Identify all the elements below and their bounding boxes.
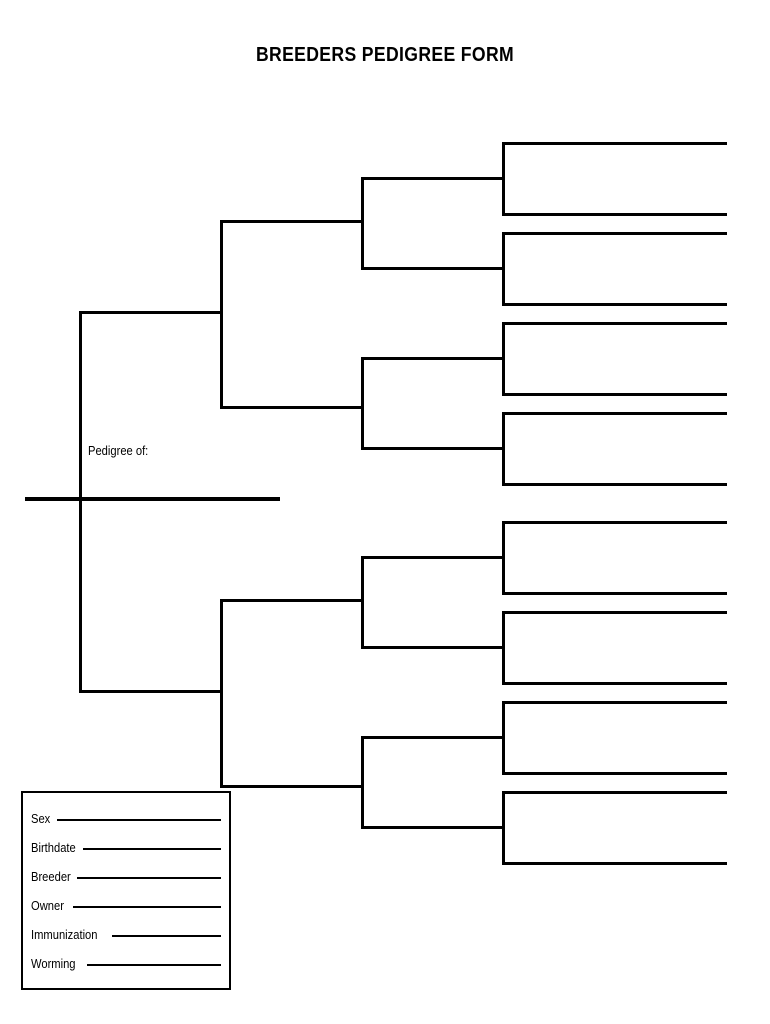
info-input-owner[interactable] — [73, 906, 221, 908]
info-row-sex: Sex — [31, 811, 221, 840]
gen4-slot-4-bottom-rule[interactable] — [502, 483, 727, 486]
gen2-slot-2-top-arm[interactable] — [220, 599, 364, 602]
info-label-sex: Sex — [31, 811, 51, 826]
gen3-slot-4-spine — [361, 736, 364, 826]
info-box: Sex Birthdate Breeder Owner Immunization — [21, 791, 231, 990]
gen3-slot-4-top-arm[interactable] — [361, 736, 505, 739]
gen2-slot-1-top-arm[interactable] — [220, 220, 364, 223]
info-label-birthdate: Birthdate — [31, 840, 76, 855]
info-label-worming: Worming — [31, 956, 76, 971]
gen4-slot-2-top-rule[interactable] — [502, 232, 727, 235]
gen4-slot-7-top-rule[interactable] — [502, 701, 727, 704]
gen4-slot-1-bottom-rule[interactable] — [502, 213, 727, 216]
info-label-breeder: Breeder — [31, 869, 71, 884]
gen3-slot-1-top-arm[interactable] — [361, 177, 505, 180]
info-input-birthdate[interactable] — [83, 848, 221, 850]
info-row-worming: Worming — [31, 956, 221, 985]
gen2-slot-2-bottom-arm[interactable] — [220, 785, 364, 788]
info-row-owner: Owner — [31, 898, 221, 927]
info-field-list: Sex Birthdate Breeder Owner Immunization — [31, 811, 221, 985]
gen3-slot-2-top-arm[interactable] — [361, 357, 505, 360]
info-input-worming[interactable] — [86, 964, 221, 966]
gen3-slot-3-bottom-arm[interactable] — [361, 646, 505, 649]
gen3-slot-4-bottom-arm[interactable] — [361, 826, 505, 829]
subject-label: Pedigree of: — [88, 443, 149, 458]
gen4-slot-6-bottom-rule[interactable] — [502, 682, 727, 685]
gen4-slot-3-bottom-rule[interactable] — [502, 393, 727, 396]
info-row-breeder: Breeder — [31, 869, 221, 898]
info-input-immunization[interactable] — [112, 935, 221, 937]
gen4-slot-3-top-rule[interactable] — [502, 322, 727, 325]
gen2-slot-1-bottom-arm[interactable] — [220, 406, 364, 409]
subject-name-rule[interactable] — [25, 497, 280, 501]
info-row-immunization: Immunization — [31, 927, 221, 956]
gen3-slot-2-spine — [361, 357, 364, 447]
info-input-sex[interactable] — [57, 819, 221, 821]
info-label-owner: Owner — [31, 898, 64, 913]
info-input-breeder[interactable] — [77, 877, 221, 879]
page-title: BREEDERS PEDIGREE FORM — [255, 44, 515, 66]
gen4-slot-8-bottom-rule[interactable] — [502, 862, 727, 865]
gen3-slot-2-bottom-arm[interactable] — [361, 447, 505, 450]
gen4-slot-5-top-rule[interactable] — [502, 521, 727, 524]
gen1-sire-arm[interactable] — [79, 311, 223, 314]
gen4-slot-7-bottom-rule[interactable] — [502, 772, 727, 775]
gen1-dam-arm[interactable] — [79, 690, 223, 693]
gen4-slot-2-bottom-rule[interactable] — [502, 303, 727, 306]
gen4-slot-8-top-rule[interactable] — [502, 791, 727, 794]
gen4-slot-5-bottom-rule[interactable] — [502, 592, 727, 595]
info-label-immunization: Immunization — [31, 927, 98, 942]
gen3-slot-3-top-arm[interactable] — [361, 556, 505, 559]
gen4-slot-1-top-rule[interactable] — [502, 142, 727, 145]
gen3-slot-1-bottom-arm[interactable] — [361, 267, 505, 270]
gen4-slot-6-top-rule[interactable] — [502, 611, 727, 614]
gen4-slot-4-top-rule[interactable] — [502, 412, 727, 415]
info-row-birthdate: Birthdate — [31, 840, 221, 869]
